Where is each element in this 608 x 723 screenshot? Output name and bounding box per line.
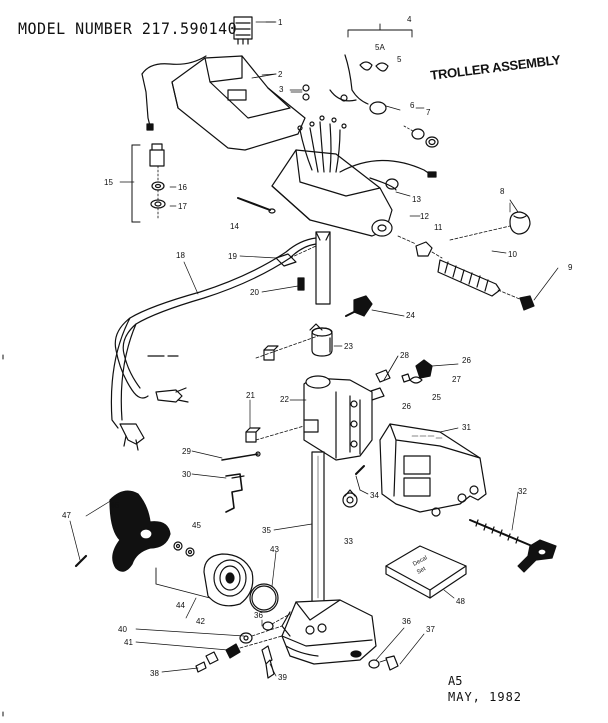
callout: 1 — [278, 18, 283, 27]
part-cover — [171, 55, 306, 151]
callout: 18 — [176, 251, 185, 260]
part-handle — [397, 225, 523, 301]
part-nuts-6-7 — [403, 125, 439, 148]
model-number: MODEL NUMBER 217.590140 — [18, 19, 238, 39]
callout: 11 — [434, 223, 443, 232]
callout: 35 — [262, 526, 271, 535]
callout: 39 — [278, 673, 287, 682]
leader-lines — [69, 21, 559, 677]
revision-date: MAY, 1982 — [448, 690, 523, 704]
part-swivel-bracket — [303, 375, 373, 461]
part-motor-head — [271, 115, 437, 237]
part-screws — [290, 84, 310, 101]
callout: 47 — [62, 511, 71, 520]
part-end-cap — [519, 295, 535, 311]
callout: 7 — [426, 108, 431, 117]
part-lock-pieces — [367, 355, 423, 401]
part-switch — [233, 16, 276, 45]
callout: 27 — [452, 375, 461, 384]
callout: 15 — [104, 178, 113, 187]
callout: 16 — [178, 183, 187, 192]
part-o-ring — [249, 583, 279, 613]
callout: 28 — [400, 351, 409, 360]
part-pin — [237, 197, 276, 214]
callout: 4 — [407, 15, 412, 24]
part-clamp-bracket — [379, 423, 487, 517]
part-small-hardware — [195, 613, 291, 673]
part-brushes — [261, 645, 275, 679]
callout: 36 — [254, 611, 263, 620]
callout: 44 — [176, 601, 185, 610]
callout: 6 — [410, 101, 415, 110]
callout: 10 — [508, 250, 517, 259]
callout: 20 — [250, 288, 259, 297]
callout: 33 — [344, 537, 353, 546]
callout: 13 — [412, 195, 421, 204]
part-thumb-screw-24 — [345, 295, 405, 317]
part-clips-21 — [245, 335, 319, 443]
callout: 25 — [432, 393, 441, 402]
callout: 46 — [110, 501, 119, 510]
callout: 31 — [462, 423, 471, 432]
callout: 48 — [456, 597, 465, 606]
callout: 36 — [402, 617, 411, 626]
callout: 19 — [228, 252, 237, 261]
callout: 45 — [192, 521, 201, 530]
callout: 43 — [270, 545, 279, 554]
callout: 22 — [280, 395, 289, 404]
part-knob-26 — [415, 359, 459, 379]
callout: 17 — [178, 202, 187, 211]
callout: 21 — [246, 391, 255, 400]
part-knob — [509, 199, 531, 235]
part-shear-pin — [74, 554, 88, 568]
part-pin-34 — [355, 465, 365, 491]
part-screw-20 — [297, 277, 305, 291]
part-clamp-screw — [469, 519, 557, 573]
cable-top — [141, 55, 207, 75]
callout: 26 — [402, 402, 411, 411]
part-lower-shaft — [311, 451, 325, 603]
part-power-cable — [110, 237, 317, 451]
callout: 12 — [420, 212, 429, 221]
cable-top-end — [141, 73, 151, 127]
part-washer-33 — [342, 489, 358, 508]
part-clip-group — [131, 143, 166, 223]
callout: 26 — [462, 356, 471, 365]
leader-13 — [395, 191, 411, 197]
callout: 41 — [124, 638, 133, 647]
callout: 2 — [278, 70, 283, 79]
callout: 34 — [370, 491, 379, 500]
callout: 30 — [182, 470, 191, 479]
page-code: A5 — [448, 674, 463, 688]
part-collar — [309, 323, 333, 357]
callout: 5 — [397, 55, 402, 64]
part-prop-hub — [155, 541, 254, 607]
callout: 37 — [426, 625, 435, 634]
callout: 29 — [182, 447, 191, 456]
callout: 5A — [375, 43, 385, 52]
callout: 38 — [150, 669, 159, 678]
part-upper-shaft — [315, 231, 331, 305]
callout: 8 — [500, 187, 505, 196]
callout: 32 — [518, 487, 527, 496]
part-screw-37 — [368, 655, 399, 671]
callout: 40 — [118, 625, 127, 634]
callout: 24 — [406, 311, 415, 320]
callout: 9 — [568, 263, 573, 272]
part-wire-leads — [329, 23, 413, 115]
callout: 3 — [279, 85, 284, 94]
part-bracket-rod — [221, 451, 261, 513]
part-decal-box — [385, 545, 467, 599]
callout: 14 — [230, 222, 239, 231]
callout: 42 — [196, 617, 205, 626]
callout-labels: 1 2 3 4 5 5A 6 7 8 9 10 11 12 13 14 15 1… — [62, 15, 573, 682]
part-lower-unit — [281, 599, 377, 665]
part-propeller — [109, 490, 171, 572]
decal-box-label-line2: Set — [416, 566, 427, 576]
callout: 23 — [344, 342, 353, 351]
